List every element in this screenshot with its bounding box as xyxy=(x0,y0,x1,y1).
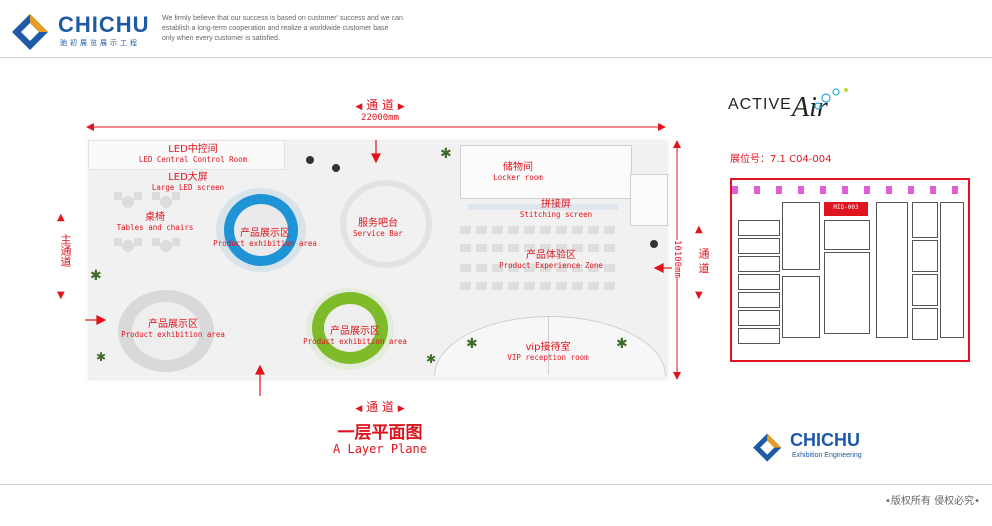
chichu-logo-icon xyxy=(753,433,782,462)
plant-icon: ✱ xyxy=(96,350,107,364)
tagline-line-2: establish a long-term cooperation and re… xyxy=(162,25,389,32)
zone-experience: 产品体验区 Product Experience Zone xyxy=(499,250,603,270)
service-bar xyxy=(340,180,432,268)
entry-arrows xyxy=(85,140,675,396)
left-aisle: ▲ 主通道 ▼ xyxy=(57,212,72,301)
chichu-logo-icon xyxy=(12,14,48,50)
zone-led-screen: LED大屏 Large LED screen xyxy=(151,172,225,192)
hall-map-highlight: MID-003 xyxy=(833,204,859,211)
stitching-screen xyxy=(468,204,618,210)
zone-stitching-screen: 拼接屏 Stitching screen xyxy=(519,199,593,219)
brand-name: CHICHU xyxy=(58,12,150,37)
zone-exhibition-blue: 产品展示区 Product exhibition area xyxy=(213,228,317,248)
plan-title: 一层平面图 xyxy=(337,423,423,443)
footer-divider xyxy=(0,484,992,485)
client-logo: ACTIVE Air xyxy=(728,88,858,132)
tagline: We firmly believe that our success is ba… xyxy=(162,14,462,44)
exhibition-circle-green xyxy=(306,288,394,370)
booth-number: 展位号：7.1 C04-004 xyxy=(730,154,832,165)
bottom-aisle-label: ◀ 通 道 ▶ xyxy=(355,400,405,414)
person-icon xyxy=(650,240,658,248)
client-logo-text: ACTIVE xyxy=(728,96,792,113)
hall-map: MID-003 xyxy=(730,178,970,362)
tagline-line-3: only when every customer is satisfied. xyxy=(162,35,280,42)
locker-room xyxy=(460,145,632,199)
footer-brand-name: CHICHU xyxy=(790,430,860,450)
plant-icon: ✱ xyxy=(90,268,102,284)
plant-icon: ✱ xyxy=(616,336,628,352)
person-icon xyxy=(306,156,314,164)
copyright-text: •版权所有 侵权必究• xyxy=(885,496,980,507)
bubbles-icon xyxy=(814,88,848,110)
height-dimension: 10100mm xyxy=(672,240,682,278)
exhibition-circle-blue xyxy=(216,188,306,272)
zone-tables-chairs: 桌椅 Tables and chairs xyxy=(116,212,194,232)
zone-exhibition-green: 产品展示区 Product exhibition area xyxy=(303,326,407,346)
footer-logo: CHICHU Exhibition Engineering xyxy=(750,430,880,466)
top-aisle-label: ◀ 通 道 ▶ xyxy=(355,98,405,112)
zone-service-bar: 服务吧台 Service Bar xyxy=(353,218,403,238)
width-dimension: 22000mm xyxy=(340,113,420,123)
locker-door xyxy=(630,174,668,226)
width-dimension-line xyxy=(86,123,666,131)
zone-led-control: LED中控间 LED Central Control Room xyxy=(138,144,248,164)
right-aisle: ▲ 通 道 ▼ xyxy=(695,224,710,301)
brand-cn-sub: 驰初展览展示工程 xyxy=(60,39,140,47)
plant-icon: ✱ xyxy=(426,352,437,366)
zone-locker-room: 储物间 Locker room xyxy=(493,162,543,182)
vip-divider xyxy=(548,316,549,374)
experience-zone-seats xyxy=(460,226,615,290)
floor-plan: ✱ ✱ ✱ ✱ ✱ ✱ xyxy=(88,140,668,380)
person-icon xyxy=(332,164,340,172)
header-logo: CHICHU 驰初展览展示工程 xyxy=(8,10,163,50)
header-divider xyxy=(0,57,992,58)
plan-subtitle: A Layer Plane xyxy=(333,442,427,456)
exhibition-circle-grey xyxy=(118,290,214,372)
tagline-line-1: We firmly believe that our success is ba… xyxy=(162,15,403,22)
zone-vip-reception: vip接待室 VIP reception room xyxy=(507,342,589,362)
led-control-room xyxy=(88,140,285,170)
footer-brand-sub: Exhibition Engineering xyxy=(792,452,862,459)
tables-chairs xyxy=(114,192,180,252)
plant-icon: ✱ xyxy=(466,336,478,352)
zone-exhibition-grey: 产品展示区 Product exhibition area xyxy=(121,319,225,339)
plant-icon: ✱ xyxy=(440,146,452,162)
